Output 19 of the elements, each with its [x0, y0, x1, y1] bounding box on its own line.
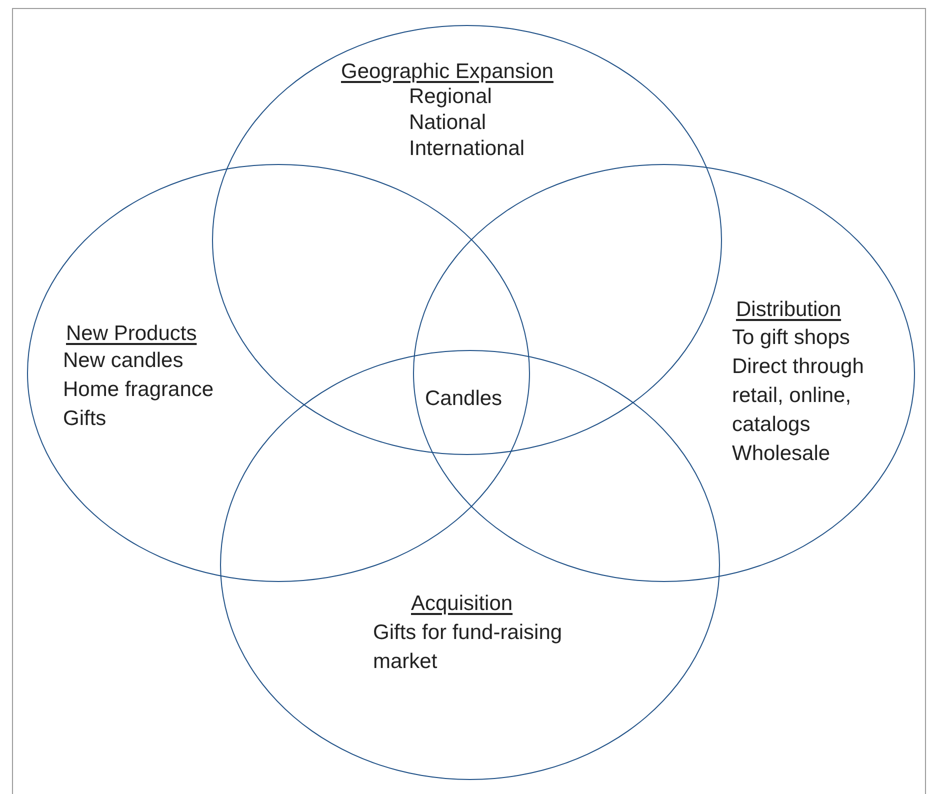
set-heading: Distribution [736, 297, 842, 323]
set-heading: Geographic Expansion [341, 59, 554, 85]
list-item: Home fragrance [63, 377, 215, 403]
list-item: National [409, 110, 488, 136]
set-heading: Acquisition [411, 591, 513, 617]
venn-ellipse [212, 25, 722, 455]
venn-ellipse [220, 350, 720, 780]
venn-ellipse [413, 164, 915, 582]
list-item: International [409, 136, 526, 162]
set-heading: New Products [66, 321, 197, 347]
list-item: Direct through retail, online, catalogs [732, 354, 865, 438]
venn-ellipse [27, 164, 530, 582]
list-item: Wholesale [732, 441, 832, 467]
list-item: To gift shops [732, 325, 851, 351]
list-item: Regional [409, 84, 493, 110]
list-item: New candles [63, 348, 184, 374]
center-label: Candles [425, 386, 502, 412]
list-item: Gifts [63, 406, 108, 432]
list-item: Gifts for fund-raising market [373, 620, 564, 675]
